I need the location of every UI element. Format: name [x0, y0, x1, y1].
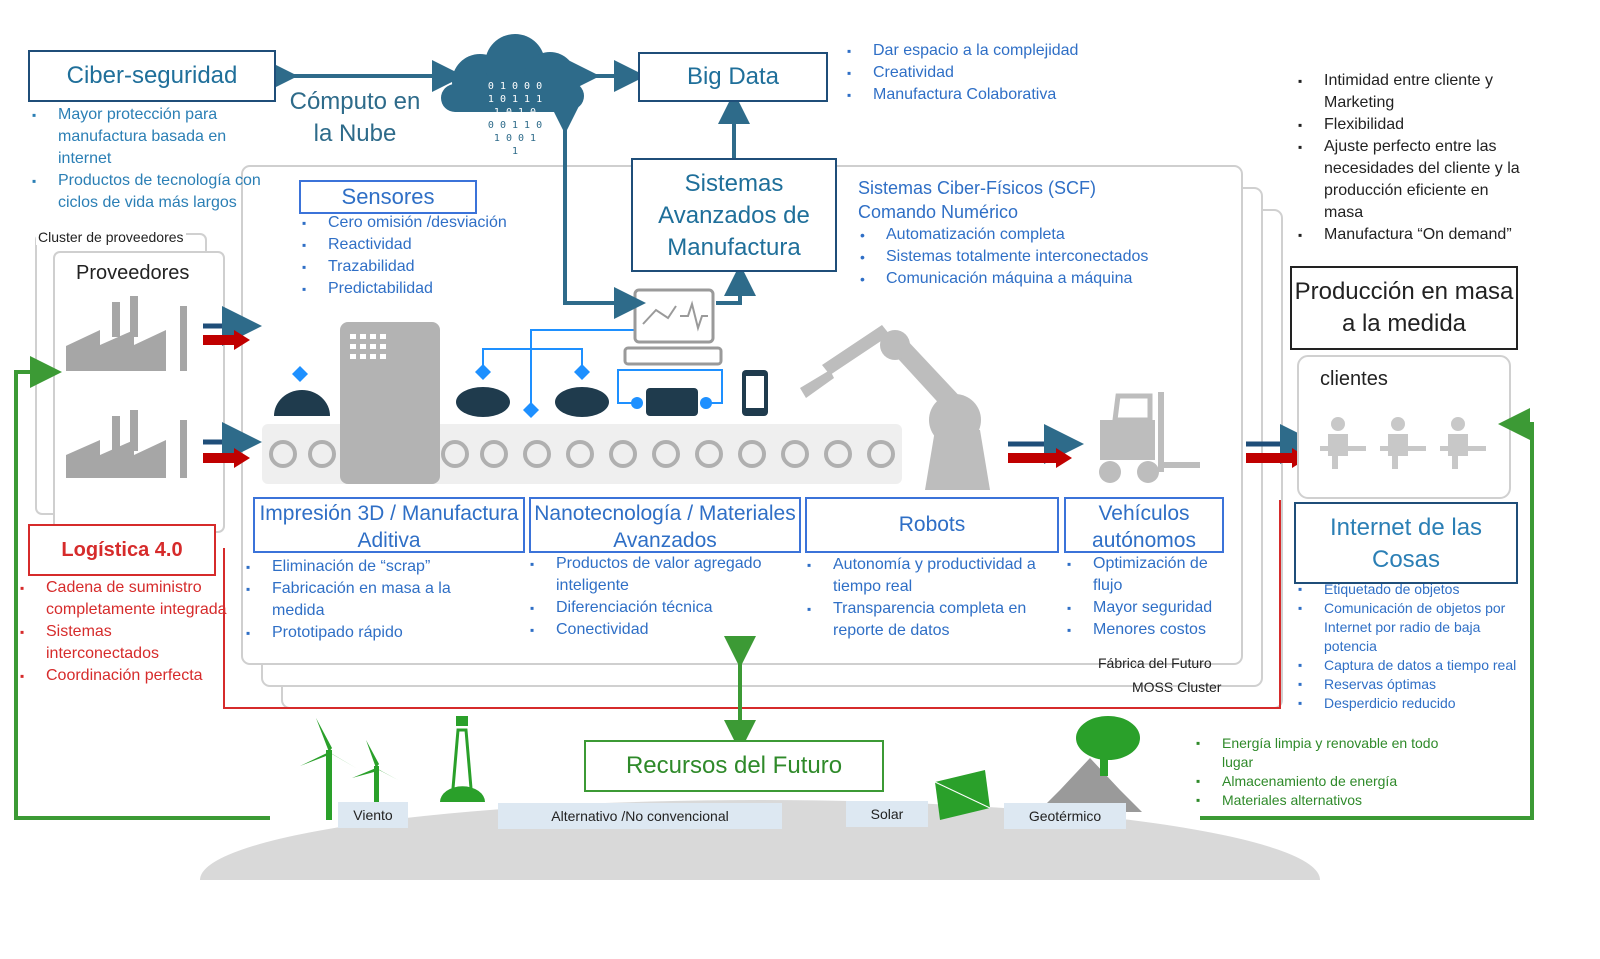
solar-label: Solar — [846, 801, 928, 827]
nano-item: Productos de valor agregado inteligente — [526, 553, 798, 597]
scf-item: Sistemas totalmente interconectados — [856, 246, 1206, 268]
scf-title: Sistemas Ciber-Físicos (SCF) Comando Num… — [858, 176, 1096, 224]
sensores-item: Trazabilidad — [298, 256, 558, 278]
scf-list: Automatización completaSistemas totalmen… — [856, 224, 1206, 290]
forklift-icon — [1099, 392, 1200, 483]
cloud-bit-row: 1 0 0 1 — [493, 133, 537, 144]
proveedores-label: Proveedores — [76, 262, 190, 284]
scf-line1: Sistemas Ciber-Físicos (SCF) — [858, 178, 1097, 198]
recursos-item: Materiales alternativos — [1192, 791, 1462, 810]
geothermal-icon — [1038, 716, 1142, 812]
recursos-box: Recursos del Futuro — [584, 740, 884, 792]
nano-item: Conectividad — [526, 619, 798, 641]
cloud-bit-row: 0 1 0 0 0 — [487, 81, 543, 92]
computo-nube-label: Cómputo en la Nube — [285, 86, 425, 150]
scf-item: Comunicación máquina a máquina — [856, 268, 1206, 290]
logistica-item: Coordinación perfecta — [16, 665, 228, 687]
logistica-item: Sistemas interconectados — [16, 621, 228, 665]
cloud-bit-row: 1 0 1 1 1 — [487, 94, 543, 105]
produccion-masa-box: Producción en masa a la medida — [1290, 266, 1518, 350]
cloud-bit-row: 0 0 1 1 0 — [487, 120, 543, 131]
sistemas-avanzados-box: Sistemas Avanzados de Manufactura — [631, 158, 837, 272]
iot-item: Comunicación de objetos por Internet por… — [1294, 599, 1534, 656]
clients-icon — [1320, 417, 1486, 469]
factory-icon-2 — [66, 410, 187, 478]
drill-rig-icon — [440, 716, 485, 802]
impresion-item: Fabricación en masa a la medida — [242, 578, 504, 622]
vehiculos-item: Mayor seguridad — [1063, 597, 1228, 619]
clientes-item: Intimidad entre cliente y Marketing — [1294, 70, 1526, 114]
geotermico-label: Geotérmico — [1004, 803, 1126, 829]
scf-item: Automatización completa — [856, 224, 1206, 246]
nano-item: Diferenciación técnica — [526, 597, 798, 619]
cloud-bit-row: 1 — [511, 146, 519, 157]
iot-item: Desperdicio reducido — [1294, 694, 1534, 713]
clientes-item: Manufactura “On demand” — [1294, 224, 1526, 246]
iot-item: Captura de datos a tiempo real — [1294, 656, 1534, 675]
ciber-list: Mayor protección para manufactura basada… — [28, 104, 278, 214]
impresion-3d-box: Impresión 3D / Manufactura Aditiva — [253, 497, 525, 553]
sensores-item: Predictabilidad — [298, 278, 558, 300]
vehiculos-item: Optimización de flujo — [1063, 553, 1228, 597]
cloud-bits: 0 1 0 0 0 1 0 1 1 1 1 0 1 0 0 0 1 1 0 1 0 0 … — [470, 80, 560, 158]
wind-turbine-icon — [300, 718, 398, 820]
vehiculos-list: Optimización de flujoMayor seguridadMeno… — [1063, 553, 1228, 641]
nube-line2: la Nube — [313, 120, 397, 147]
machine-tower — [340, 322, 440, 484]
ciber-item: Productos de tecnología con ciclos de vi… — [28, 170, 278, 214]
sensores-item: Cero omisión /desviación — [298, 212, 558, 234]
logistica-item: Cadena de suministro completamente integ… — [16, 577, 228, 621]
logistica-box: Logística 4.0 — [28, 524, 216, 576]
robots-item: Autonomía y productividad a tiempo real — [803, 554, 1063, 598]
iot-box: Internet de las Cosas — [1294, 502, 1518, 584]
sensores-box: Sensores — [299, 180, 477, 214]
moss-label: MOSS Cluster — [1132, 679, 1222, 695]
proveedores-panel — [53, 251, 225, 533]
iot-item: Etiquetado de objetos — [1294, 580, 1534, 599]
recursos-item: Energía limpia y renovable en todo lugar — [1192, 734, 1462, 772]
impresion-list: Eliminación de “scrap”Fabricación en mas… — [242, 556, 504, 644]
clientes-item: Flexibilidad — [1294, 114, 1526, 136]
nube-line1: Cómputo en — [289, 88, 421, 115]
logistica-list: Cadena de suministro completamente integ… — [16, 577, 228, 687]
alternativo-label: Alternativo /No convencional — [498, 803, 782, 829]
bigdata-item: Dar espacio a la complejidad — [843, 40, 1143, 62]
nanotecnologia-box: Nanotecnología / Materiales Avanzados — [529, 497, 801, 553]
clientes-label: clientes — [1320, 368, 1388, 390]
bigdata-list: Dar espacio a la complejidadCreatividadM… — [843, 40, 1143, 106]
sensores-item: Reactividad — [298, 234, 558, 256]
clientes-item: Ajuste perfecto entre las necesidades de… — [1294, 136, 1526, 224]
bigdata-item: Manufactura Colaborativa — [843, 84, 1143, 106]
robot-arm-icon — [800, 325, 990, 490]
conveyor-rollers — [269, 440, 895, 468]
robots-item: Transparencia completa en reporte de dat… — [803, 598, 1063, 642]
impresion-item: Prototipado rápido — [242, 622, 504, 644]
solar-panel-icon — [934, 770, 991, 820]
recursos-item: Almacenamiento de energía — [1192, 772, 1462, 791]
vehiculos-item: Menores costos — [1063, 619, 1228, 641]
cluster-label: Cluster de proveedores — [36, 229, 186, 245]
iot-item: Reservas óptimas — [1294, 675, 1534, 694]
scf-line2: Comando Numérico — [858, 202, 1019, 222]
sensores-list: Cero omisión /desviaciónReactividadTraza… — [298, 212, 558, 300]
factory-icon-1 — [66, 296, 187, 371]
ciber-seguridad-box: Ciber-seguridad — [28, 50, 276, 102]
iot-list: Etiquetado de objetosComunicación de obj… — [1294, 580, 1534, 713]
fabrica-label: Fábrica del Futuro — [1098, 655, 1212, 671]
bigdata-item: Creatividad — [843, 62, 1143, 84]
big-data-box: Big Data — [638, 52, 828, 102]
ciber-item: Mayor protección para manufactura basada… — [28, 104, 278, 170]
impresion-item: Eliminación de “scrap” — [242, 556, 504, 578]
robots-list: Autonomía y productividad a tiempo realT… — [803, 554, 1063, 642]
cloud-bit-row: 1 0 1 0 — [493, 107, 537, 118]
robots-box: Robots — [805, 497, 1059, 553]
recursos-list: Energía limpia y renovable en todo lugar… — [1192, 734, 1462, 810]
clientes-benefits-list: Intimidad entre cliente y MarketingFlexi… — [1294, 70, 1526, 246]
nano-list: Productos de valor agregado inteligenteD… — [526, 553, 798, 641]
vehiculos-box: Vehículos autónomos — [1064, 497, 1224, 553]
viento-label: Viento — [338, 802, 408, 828]
